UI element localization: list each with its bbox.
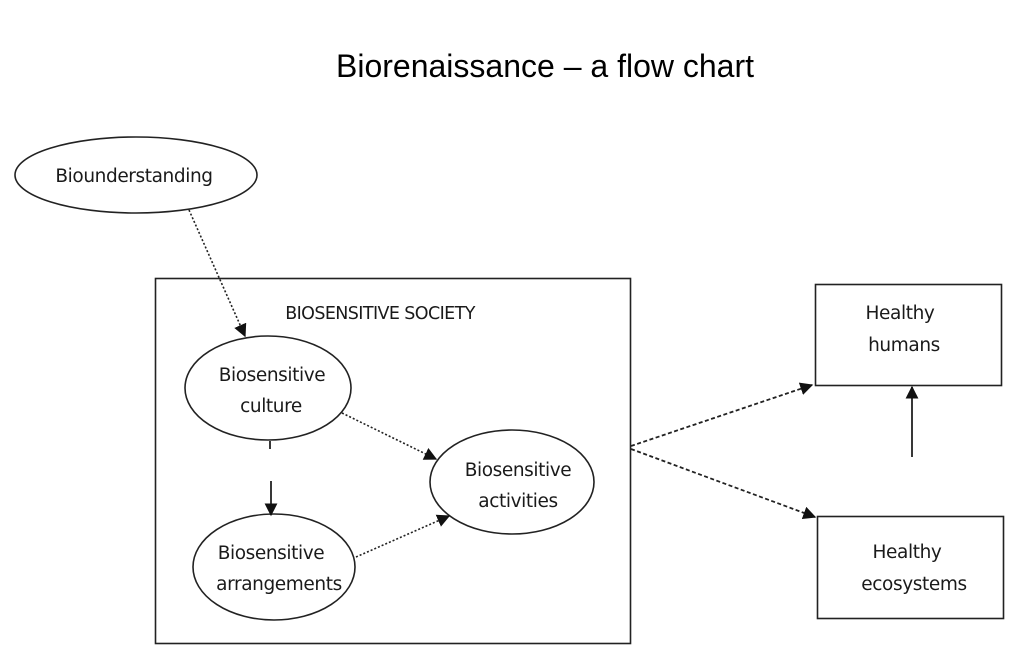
culture-label-line1: Biosensitive — [219, 365, 326, 386]
ecosystems-box — [816, 515, 1005, 620]
node-biounderstanding: Biounderstanding — [14, 136, 258, 214]
humans-box — [814, 283, 1003, 387]
culture-label-line2: culture — [240, 396, 302, 417]
node-biosensitive-culture: Biosensitive culture — [184, 335, 352, 441]
society-label: BIOSENSITIVE SOCIETY — [285, 304, 476, 324]
edge-society-to-humans — [630, 382, 814, 447]
edges — [188, 209, 919, 558]
ecosystems-label-line2: ecosystems — [861, 574, 966, 595]
activities-ellipse — [429, 429, 595, 535]
edge-society-to-ecosystems — [630, 448, 817, 520]
edge-arrangements-to-activities — [355, 514, 451, 558]
arrangements-label-line2: arrangements — [216, 574, 342, 595]
node-biosensitive-arrangements: Biosensitive arrangements — [192, 513, 356, 621]
chart-title: Biorenaissance – a flow chart — [336, 48, 754, 84]
arrangements-ellipse — [192, 513, 356, 621]
humans-label-line1: Healthy — [866, 303, 935, 324]
biounderstanding-label: Biounderstanding — [55, 166, 212, 187]
humans-label-line2: humans — [868, 335, 940, 356]
culture-ellipse — [184, 335, 352, 441]
node-healthy-humans: Healthy humans — [814, 283, 1003, 387]
edge-biounderstanding-to-culture — [188, 209, 247, 338]
node-healthy-ecosystems: Healthy ecosystems — [816, 515, 1005, 620]
node-biosensitive-activities: Biosensitive activities — [429, 429, 595, 535]
biounderstanding-ellipse — [14, 136, 258, 214]
arrangements-label-line1: Biosensitive — [218, 543, 325, 564]
activities-label-line2: activities — [478, 491, 557, 512]
activities-label-line1: Biosensitive — [465, 460, 572, 481]
ecosystems-label-line1: Healthy — [873, 542, 942, 563]
edge-culture-to-activities — [341, 412, 438, 460]
